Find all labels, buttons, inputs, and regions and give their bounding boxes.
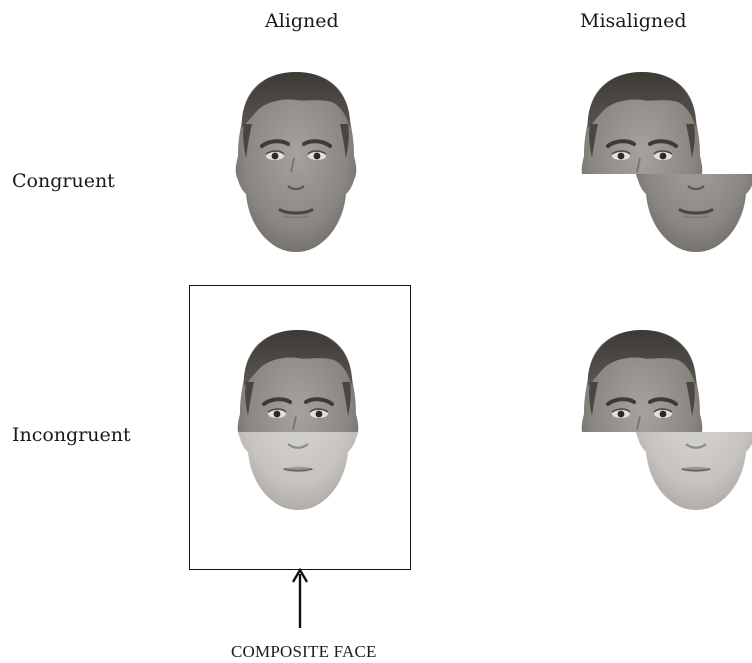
incongruent-misaligned-face [582, 326, 752, 512]
composite-face-caption: COMPOSITE FACE [231, 642, 377, 661]
row-label-incongruent: Incongruent [12, 424, 131, 446]
congruent-aligned-face [236, 68, 356, 254]
row-label-congruent: Congruent [12, 170, 115, 192]
arrow-up-icon [291, 567, 309, 628]
congruent-misaligned-face [582, 68, 752, 254]
incongruent-aligned-composite-face [238, 326, 358, 512]
column-header-misaligned: Misaligned [580, 10, 687, 32]
column-header-aligned: Aligned [265, 10, 339, 32]
